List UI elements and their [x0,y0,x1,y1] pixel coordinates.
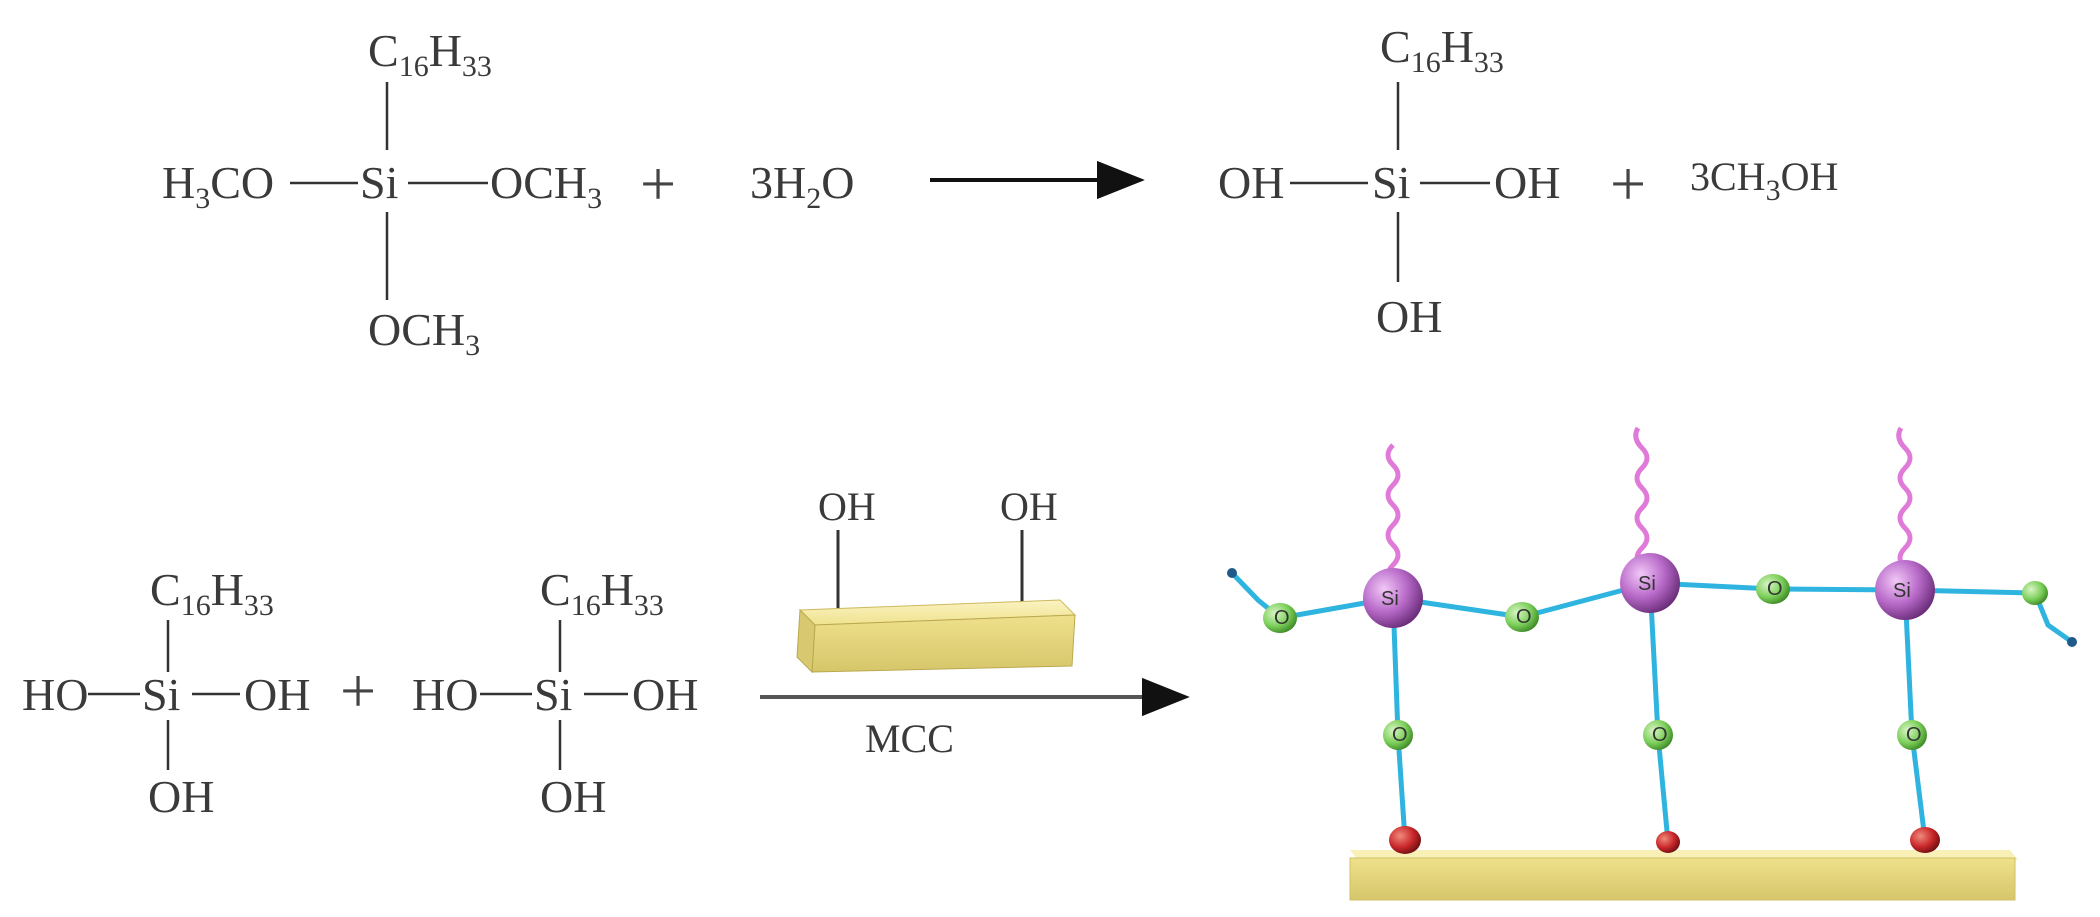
mcc-block: OH OH [796,484,1077,674]
alkyl-chain-2 [1633,426,1650,570]
silicon-atom: Si [142,669,180,720]
plus-sign-3: + [340,655,376,726]
mcc-side-face [796,608,816,674]
silanetriol-product: C16H33 OH Si OH OH [1218,21,1560,342]
hydroxyl-bottom: OH [1376,291,1442,342]
hexadecyl-group: C16H33 [150,564,274,622]
bond-network [1230,571,2074,843]
hydroxyl-right: OH [632,669,698,720]
alkyl-chain-3 [1896,426,1913,570]
hydroxyl-bottom: OH [148,771,214,822]
svg-text:O: O [1392,724,1408,746]
oxygen-atoms [1263,574,2048,750]
chain-end-right [2067,637,2077,647]
hexadecyl-group: C16H33 [368,25,492,83]
arrow-label-mcc: MCC [865,716,954,761]
svg-text:Si: Si [1893,580,1911,602]
silicon-atom: Si [534,669,572,720]
hexadecyl-group: C16H33 [540,564,664,622]
silicon-labels: Si Si Si [1381,573,1911,610]
grafted-mcc-model: O O O O O O Si Si Si [1227,426,2077,901]
svg-text:O: O [1652,724,1668,746]
methanol: 3CH3OH [1690,154,1838,207]
chain-end-left [1227,568,1237,578]
hydroxyl-left: HO [22,669,88,720]
hydroxyl-right: OH [244,669,310,720]
silicon-atoms [1363,553,1935,628]
silicon-atom: Si [360,157,398,208]
mcc-substrate [1349,857,2016,901]
mcc-front-face [811,614,1076,673]
mcc-hydroxyl-right: OH [1000,484,1058,529]
svg-text:Si: Si [1638,573,1656,595]
hydroxyl-left: OH [1218,157,1284,208]
hydroxyl-right: OH [1494,157,1560,208]
svg-text:O: O [1516,606,1532,628]
anchor-atoms [1389,826,1940,854]
oxygen-labels: O O O O O O [1274,578,1922,746]
mcc-hydroxyl-left: OH [818,484,876,529]
hydroxyl-bottom: OH [540,771,606,822]
alkyl-chain-1 [1385,443,1401,587]
methoxy-bottom: OCH3 [368,304,480,362]
silanol-a: C16H33 HO Si OH OH [22,564,310,822]
svg-text:Si: Si [1381,588,1399,610]
svg-text:O: O [1906,724,1922,746]
trimethoxysilane: C16H33 H3CO Si OCH3 OCH3 [162,25,602,362]
svg-text:O: O [1767,578,1783,600]
methoxy-left: H3CO [162,157,274,215]
methoxy-right: OCH3 [490,157,602,215]
hexadecyl-group: C16H33 [1380,21,1504,79]
plus-sign-1: + [640,148,676,219]
silicon-atom: Si [1372,157,1410,208]
silanol-b: C16H33 HO Si OH OH [412,564,698,822]
hydroxyl-left: HO [412,669,478,720]
svg-text:O: O [1274,607,1290,629]
plus-sign-2: + [1610,148,1646,219]
water: 3H2O [750,157,854,215]
